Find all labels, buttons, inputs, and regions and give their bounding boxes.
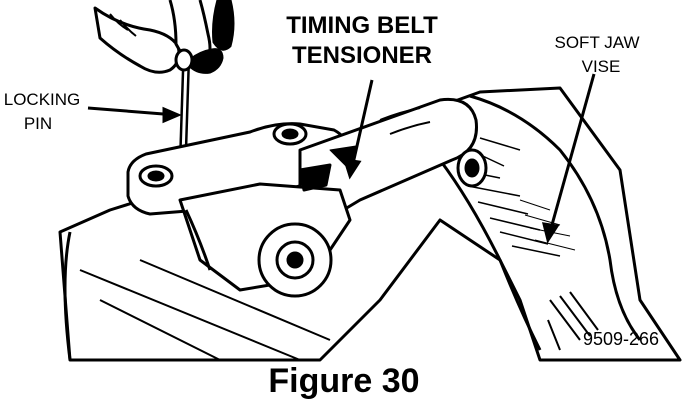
locking-pin-arrowhead	[162, 106, 182, 124]
soft-jaw-label-line2: VISE	[582, 57, 621, 76]
locking-pin-label-line2: PIN	[24, 114, 52, 133]
leader-lines	[87, 73, 596, 244]
locking-pin-label-line1: LOCKING	[4, 90, 81, 109]
part-number: 9509-266	[583, 329, 659, 349]
tensioner-assembly	[126, 97, 488, 298]
soft-jaw-label-line1: SOFT JAW	[555, 33, 640, 52]
tensioner-arrowhead	[342, 158, 362, 180]
tensioner-label-line1: TIMING BELT	[286, 12, 438, 39]
tensioner-leader	[350, 79, 374, 169]
vise-arrowhead	[541, 222, 560, 244]
figure-caption: Figure 30	[268, 362, 420, 400]
hand-illustration	[93, 0, 235, 74]
tensioner-label-line2: TENSIONER	[292, 42, 432, 69]
locking-pin-leader	[87, 106, 177, 117]
vise-leader	[548, 73, 596, 233]
